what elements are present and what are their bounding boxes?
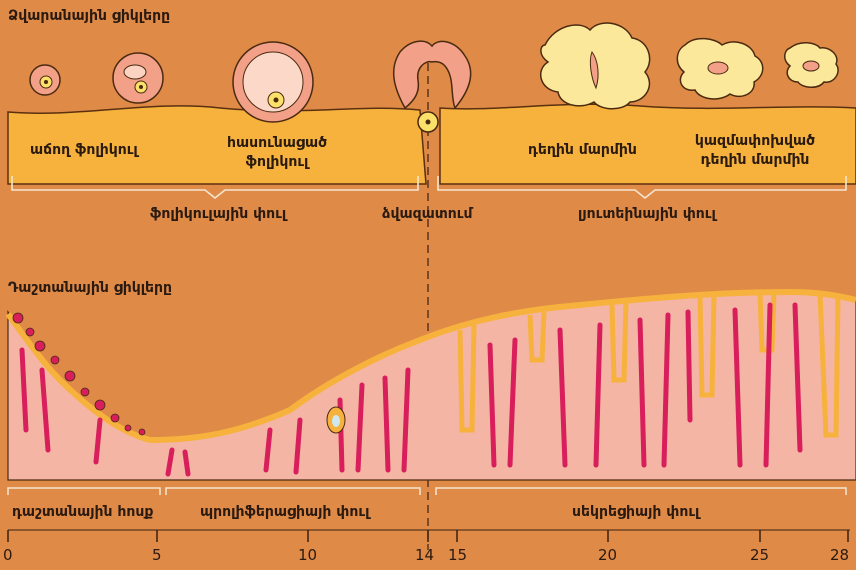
tick-label: 20 (598, 546, 617, 564)
mature-follicle (233, 42, 313, 122)
proliferative-bracket (166, 488, 420, 495)
secretory-phase-label: սեկրեցիայի փուլ (572, 504, 699, 520)
endometrium-base (8, 292, 856, 480)
corpus-luteum-label: դեղին մարմին (528, 142, 637, 158)
gland-cyst (327, 407, 345, 433)
regressing-corpus-large (677, 39, 762, 99)
tick-label: 5 (152, 546, 162, 564)
tick-label: 0 (3, 546, 13, 564)
tick-label: 14 (415, 546, 434, 564)
tick-label: 28 (830, 546, 849, 564)
mature-follicle-label: հասունացած ֆոլիկուլ (212, 134, 342, 172)
proliferative-phase-label: պրոլիֆերացիայի փուլ (200, 504, 369, 520)
follicular-phase-label: ֆոլիկուլային փուլ (150, 206, 286, 222)
uterine-cycle-title: Դաշտանային ցիկլերը (8, 280, 172, 296)
ruptured-follicle (394, 41, 471, 108)
growing-follicle-label: աճող ֆոլիկուլ (30, 142, 138, 158)
released-ovum (418, 112, 438, 132)
regressing-corpus-small (785, 43, 838, 88)
corpus-luteum (541, 23, 650, 109)
growing-follicle-small (30, 65, 60, 95)
menses-bracket (8, 488, 160, 495)
menses-phase-label: դաշտանային հոսք (12, 504, 153, 520)
secretory-bracket (436, 488, 846, 495)
ovulation-label: ձվազատում (382, 206, 473, 222)
regressing-corpus-label: կազմափոխված դեղին մարմին (680, 132, 830, 170)
timeline-ticks (8, 530, 848, 542)
growing-follicle-medium (113, 53, 163, 103)
luteal-phase-label: լյուտեինային փուլ (578, 206, 716, 222)
tick-label: 10 (298, 546, 317, 564)
ovarian-cycle-title: Ձվարանային ցիկլերը (8, 8, 170, 24)
tick-label: 25 (750, 546, 769, 564)
tick-label: 15 (448, 546, 467, 564)
